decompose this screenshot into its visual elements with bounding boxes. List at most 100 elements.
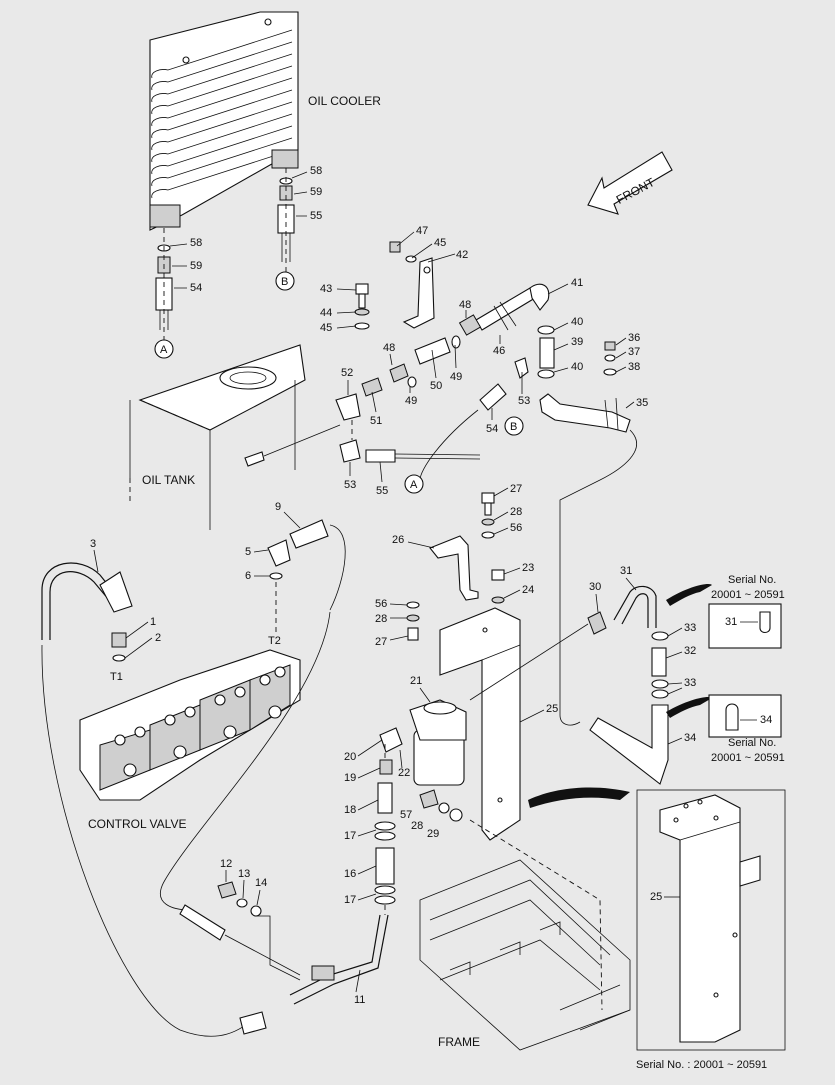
callout-31-detail: 31 (725, 616, 737, 628)
callout-11: 11 (354, 994, 365, 1006)
callout-1: 1 (150, 616, 156, 628)
callout-19: 19 (344, 772, 356, 784)
callout-45-left: 45 (320, 322, 332, 334)
oil-tank-drawing (129, 344, 341, 530)
callout-49-left: 49 (405, 395, 417, 407)
callout-17-bottom: 17 (344, 894, 356, 906)
frame-label: FRAME (438, 1035, 480, 1049)
bracket-detail-box (636, 789, 786, 1051)
oil-cooler-drawing (149, 11, 299, 231)
callout-45-top: 45 (434, 237, 446, 249)
callout-36: 36 (628, 332, 640, 344)
frame-drawing (419, 819, 631, 1051)
connector-b-mid: B (510, 421, 517, 433)
callout-58-right: 58 (310, 165, 322, 177)
port-t2: T2 (268, 635, 281, 647)
callout-18: 18 (344, 804, 356, 816)
callout-44: 44 (320, 307, 332, 319)
fittings-48-50-49 (361, 335, 461, 397)
callout-53-right: 53 (518, 395, 530, 407)
oil-cooler-label: OIL COOLER (308, 94, 381, 108)
serial-lower-box (708, 694, 782, 738)
callout-53-left: 53 (344, 479, 356, 491)
bolt-43-44-45 (354, 283, 370, 330)
tube-31-34-assembly (589, 585, 669, 785)
bracket-25-detail (659, 794, 761, 1043)
callout-48-top: 48 (459, 299, 471, 311)
connector-b-top: B (281, 276, 288, 288)
bracket-26 (406, 492, 505, 641)
callout-2: 2 (155, 632, 161, 644)
serial-lower-title: Serial No. (728, 737, 776, 749)
fitting-30 (469, 611, 607, 701)
callout-28-bottom: 28 (411, 820, 423, 832)
callout-22: 22 (398, 767, 410, 779)
callout-28-top: 28 (510, 506, 522, 518)
callout-16: 16 (344, 868, 356, 880)
cooler-left-fittings (154, 228, 174, 359)
filter-assembly (374, 699, 467, 915)
callout-28-left: 28 (375, 613, 387, 625)
callout-55-mid: 55 (376, 485, 388, 497)
callout-43: 43 (320, 283, 332, 295)
serial-lower-range: 20001 ~ 20591 (711, 752, 785, 764)
connector-a-top: A (160, 344, 168, 356)
callout-42: 42 (456, 249, 468, 261)
callout-41: 41 (571, 277, 583, 289)
elbow-5-hose-9 (267, 519, 346, 632)
callout-38: 38 (628, 361, 640, 373)
callout-31: 31 (620, 565, 632, 577)
callout-50: 50 (430, 380, 442, 392)
callout-9: 9 (275, 501, 281, 513)
callout-59-right: 59 (310, 186, 322, 198)
control-valve-drawing (79, 649, 301, 801)
callout-13: 13 (238, 868, 250, 880)
callout-54-left: 54 (190, 282, 202, 294)
callout-55-right: 55 (310, 210, 322, 222)
cooler-right-fittings (275, 168, 295, 291)
bracket-42 (402, 257, 435, 329)
serial-upper-range: 20001 ~ 20591 (711, 589, 785, 601)
front-arrow (587, 151, 673, 215)
callout-26: 26 (392, 534, 404, 546)
tee-52-elbow-53 (335, 393, 481, 463)
callout-58-left: 58 (190, 237, 202, 249)
fitting-47-45 (389, 241, 417, 263)
callout-12: 12 (220, 858, 232, 870)
callout-47: 47 (416, 225, 428, 237)
hose-54-a-line (404, 383, 524, 494)
callout-40-top: 40 (571, 316, 583, 328)
callout-59-left: 59 (190, 260, 202, 272)
callout-25-detail: 25 (650, 891, 662, 903)
callout-51: 51 (370, 415, 382, 427)
callout-17-top: 17 (344, 830, 356, 842)
callout-25-mid: 25 (546, 703, 558, 715)
callout-24: 24 (522, 584, 534, 596)
callout-40-bottom: 40 (571, 361, 583, 373)
callout-6: 6 (245, 570, 251, 582)
serial-footer: Serial No. : 20001 ~ 20591 (636, 1059, 767, 1071)
callout-57: 57 (400, 809, 412, 821)
callout-30: 30 (589, 581, 601, 593)
oil-tank-label: OIL TANK (142, 473, 195, 487)
callout-48-mid: 48 (383, 342, 395, 354)
callout-21: 21 (410, 675, 422, 687)
callout-54-mid: 54 (486, 423, 498, 435)
connector-a-mid: A (410, 479, 418, 491)
pipe-11-assembly (179, 904, 389, 1035)
callout-33-bottom: 33 (684, 677, 696, 689)
callout-37: 37 (628, 346, 640, 358)
hose-3 (41, 562, 133, 662)
callout-34-main: 34 (684, 732, 696, 744)
bolt-57-28-29 (419, 789, 463, 822)
bolt-12-13-14 (217, 881, 301, 981)
callout-33-top: 33 (684, 622, 696, 634)
callout-14: 14 (255, 877, 267, 889)
bracket-25 (439, 607, 521, 841)
tube-41-assembly (458, 283, 555, 379)
callout-49-right: 49 (450, 371, 462, 383)
control-valve-label: CONTROL VALVE (88, 817, 186, 831)
callout-52: 52 (341, 367, 353, 379)
callout-39: 39 (571, 336, 583, 348)
tube-35-assembly (539, 341, 631, 433)
